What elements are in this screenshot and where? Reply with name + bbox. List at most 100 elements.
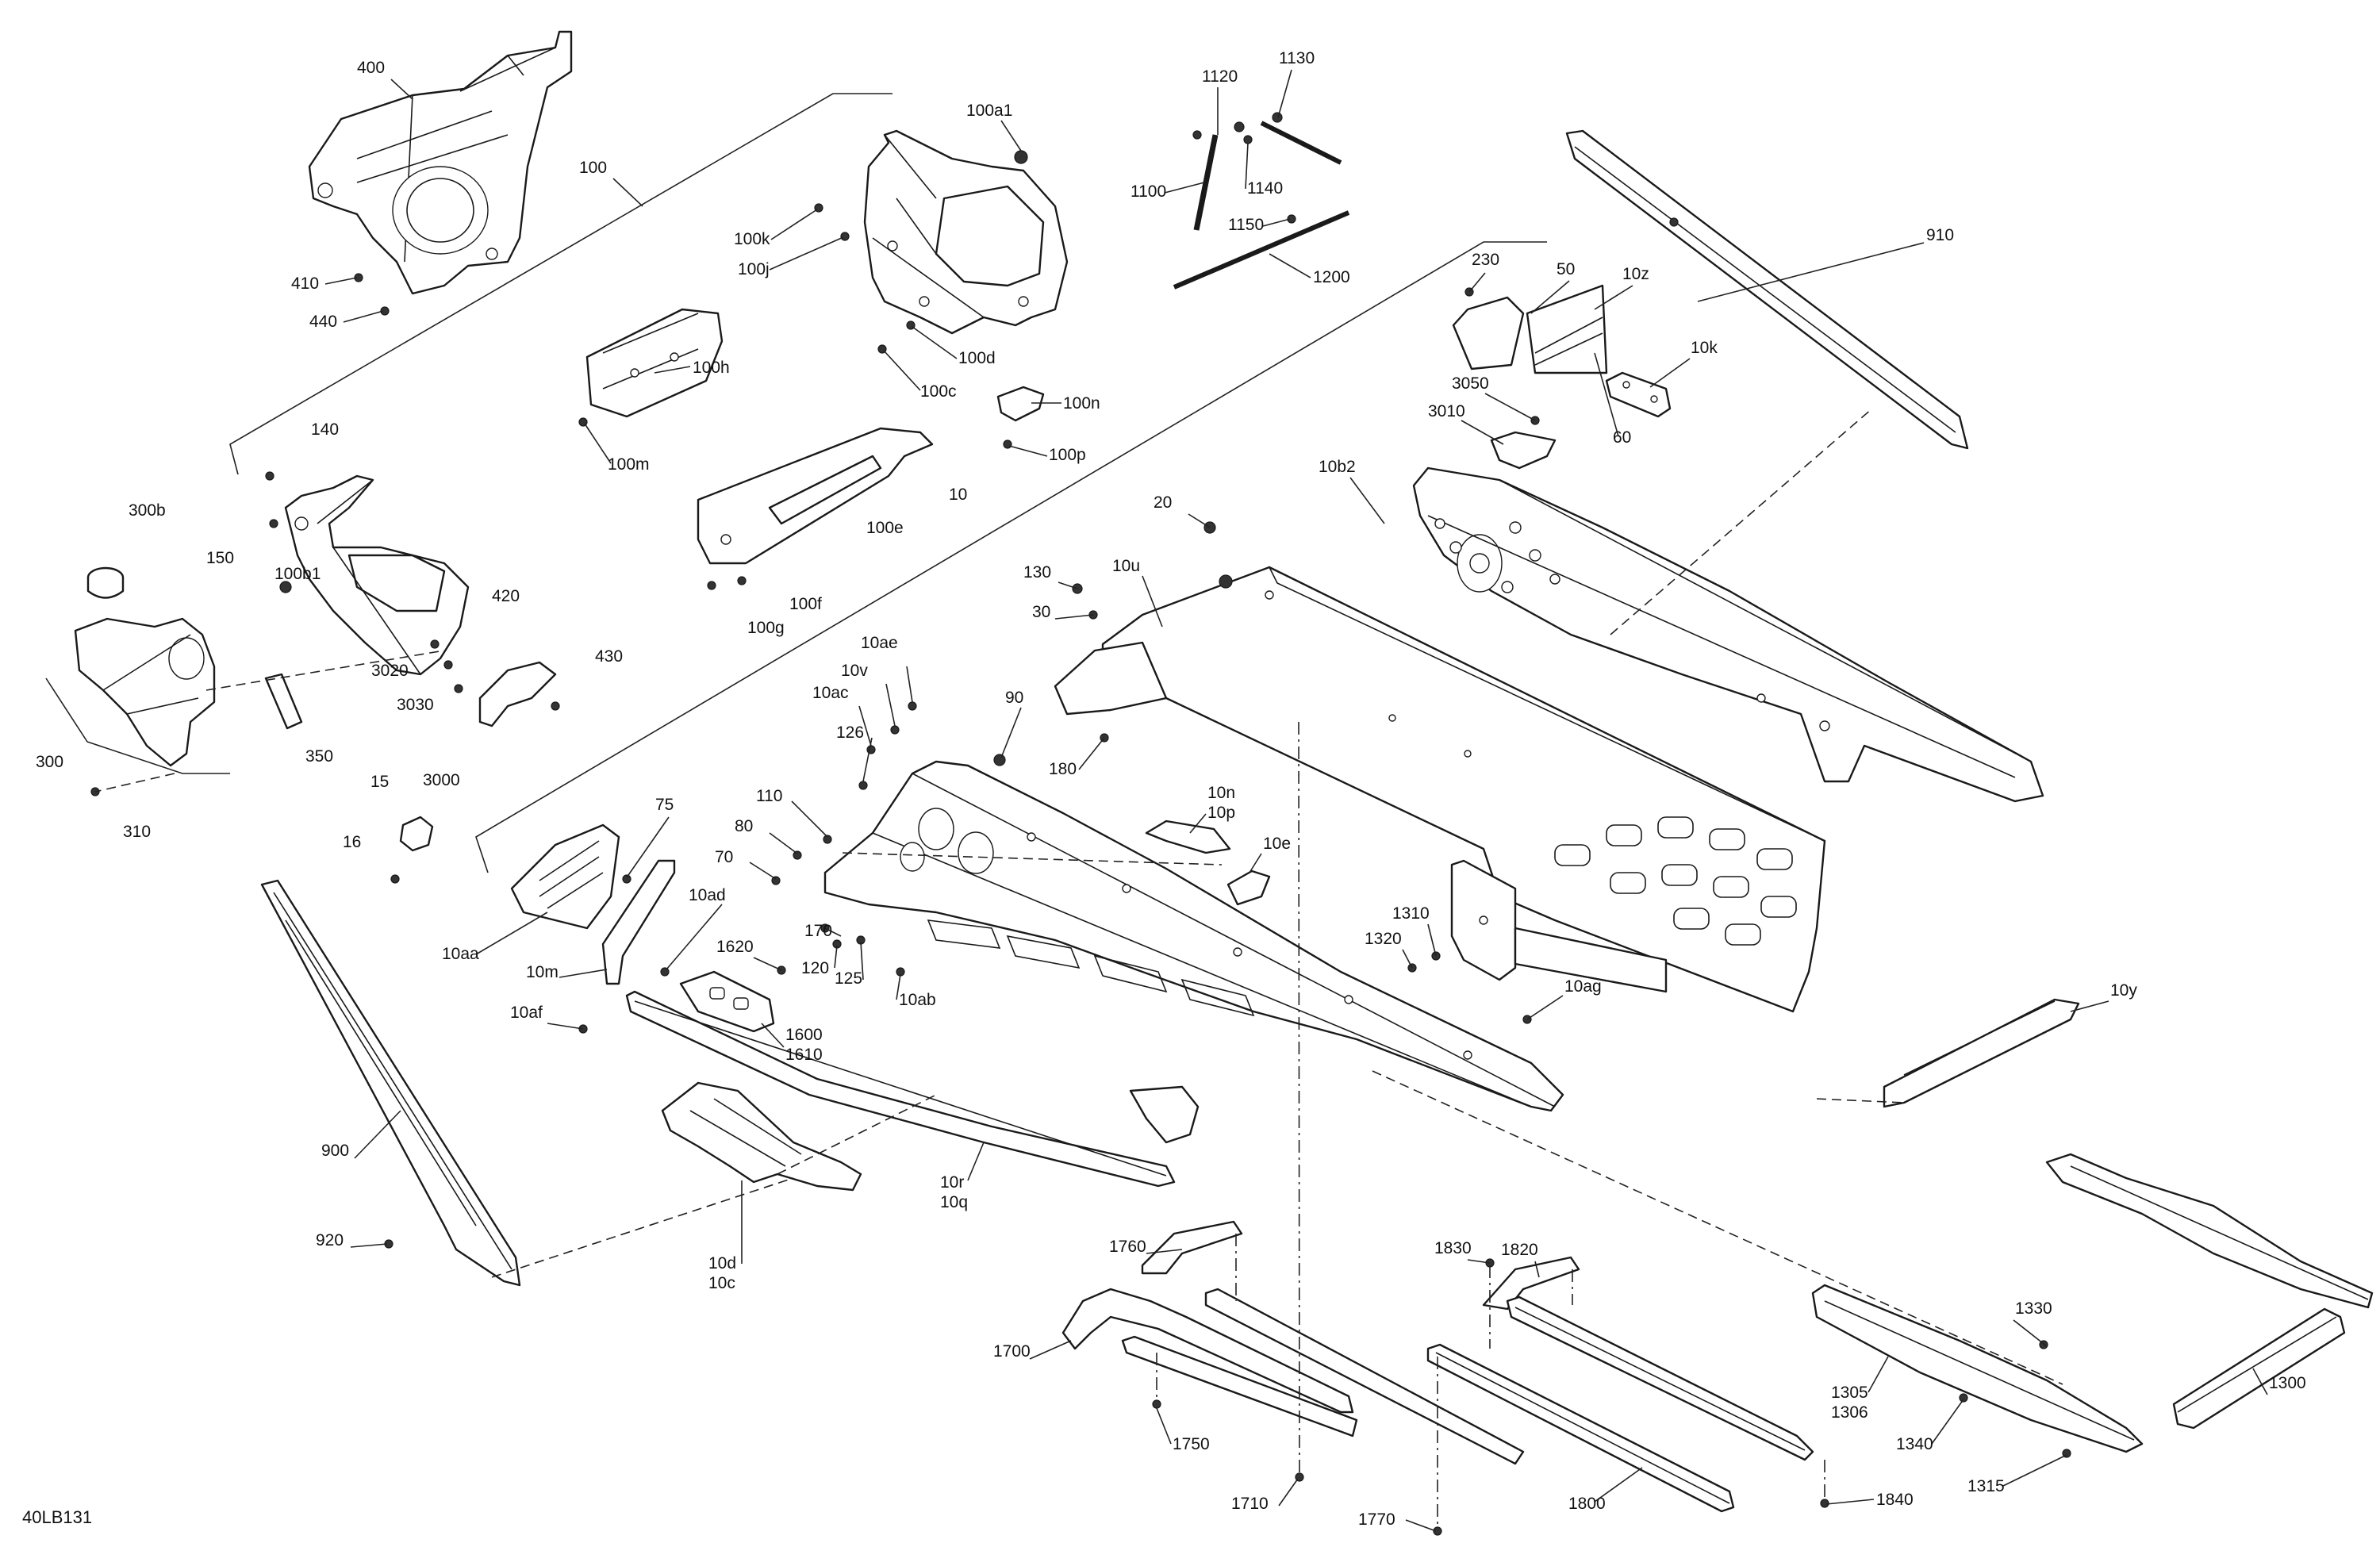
callout-130: 130: [1023, 563, 1051, 582]
callout-10c: 10c: [708, 1274, 735, 1292]
bracket-3000-part: [430, 639, 560, 727]
front-spindle-part: [74, 566, 216, 796]
callout-1770: 1770: [1358, 1510, 1395, 1529]
callout-1820: 1820: [1501, 1241, 1538, 1259]
callout-10u: 10u: [1112, 557, 1140, 575]
callout-100p: 100p: [1049, 446, 1086, 464]
callout-3020: 3020: [371, 662, 409, 680]
rail-10y-part: [1883, 998, 2080, 1108]
callout-10af: 10af: [510, 1004, 543, 1022]
bracket-small-part: [1129, 1085, 1200, 1144]
callout-100a1: 100a1: [966, 102, 1012, 120]
callout-1710: 1710: [1231, 1495, 1269, 1513]
callout-30: 30: [1032, 603, 1050, 621]
callout-16: 16: [343, 833, 361, 851]
callout-350: 350: [305, 747, 333, 766]
callout-10ad: 10ad: [689, 886, 726, 904]
drawing-reference-number: 40LB131: [22, 1507, 93, 1527]
callout-1140: 1140: [1247, 179, 1283, 198]
callout-15: 15: [370, 773, 389, 791]
group-bracket-lines: [45, 93, 1547, 873]
callout-70: 70: [715, 848, 733, 866]
callout-10m: 10m: [526, 963, 559, 981]
callout-310: 310: [123, 823, 151, 841]
bracket-100e-part: [697, 427, 934, 590]
callout-1150: 1150: [1228, 216, 1264, 234]
callout-3000: 3000: [423, 771, 460, 789]
callout-440: 440: [309, 313, 337, 331]
runner-1800-part: [1426, 1343, 1735, 1536]
rear-bumper-1300-part: [2172, 1307, 2346, 1430]
callout-1700: 1700: [993, 1342, 1031, 1361]
tunnel-cutouts: [1554, 816, 1797, 946]
steering-column-support-part: [308, 30, 573, 295]
callout-1600: 1600: [785, 1026, 823, 1044]
callout-1610: 1610: [785, 1046, 823, 1064]
callout-10aa: 10aa: [442, 945, 479, 963]
callout-1340: 1340: [1896, 1435, 1933, 1453]
callout-100k: 100k: [734, 230, 770, 248]
callout-100j: 100j: [738, 260, 770, 278]
callout-126: 126: [836, 724, 864, 742]
bracket-10n-part: [1145, 819, 1231, 854]
rail-10r-part: [625, 990, 1176, 1188]
rear-rail-1305-part: [1811, 1284, 2144, 1458]
callout-leaders: [324, 69, 2268, 1532]
rail-910-part: [1565, 129, 1969, 450]
callout-150: 150: [206, 549, 234, 567]
callout-410: 410: [291, 274, 319, 293]
callout-910: 910: [1926, 226, 1954, 244]
runner-1750-part: [1121, 1335, 1358, 1437]
callout-920: 920: [316, 1231, 344, 1249]
fastener-410-440: [354, 273, 390, 316]
callout-3010: 3010: [1428, 402, 1465, 420]
callout-10ac: 10ac: [812, 684, 849, 702]
callout-100h: 100h: [693, 359, 730, 377]
panel-100h-part: [578, 308, 724, 427]
callout-100d: 100d: [958, 349, 996, 367]
mount-15-part: [390, 816, 434, 884]
callout-10ae: 10ae: [861, 634, 898, 652]
callout-1760: 1760: [1109, 1238, 1146, 1256]
gusset-parts: [1452, 284, 1672, 470]
callout-100c: 100c: [920, 382, 957, 401]
callout-125: 125: [835, 969, 862, 988]
callout-100b1: 100b1: [274, 565, 321, 583]
callout-100n: 100n: [1063, 394, 1100, 413]
runner-1840-part: [1506, 1295, 1829, 1508]
callout-60: 60: [1613, 428, 1631, 447]
callout-1300: 1300: [2269, 1374, 2306, 1392]
grille-10aa-part: [510, 823, 620, 930]
front-frame-part: [863, 129, 1069, 335]
callout-10ab: 10ab: [899, 991, 936, 1009]
callout-420: 420: [492, 587, 520, 605]
callout-1830: 1830: [1434, 1239, 1472, 1257]
left-tunnel-fasteners: [771, 701, 1532, 1024]
callout-10b2: 10b2: [1319, 458, 1356, 476]
tunnel-side-left-part: [823, 760, 1564, 1112]
callout-1306: 1306: [1831, 1403, 1868, 1422]
callout-1620: 1620: [716, 938, 754, 956]
callout-300b: 300b: [129, 501, 166, 520]
callout-3050: 3050: [1452, 374, 1489, 393]
callout-430: 430: [595, 647, 623, 666]
callout-1305: 1305: [1831, 1384, 1868, 1402]
callout-10d: 10d: [708, 1254, 736, 1272]
callout-300: 300: [36, 753, 63, 771]
cap-100n-part: [996, 386, 1045, 422]
callout-1100: 1100: [1130, 182, 1166, 201]
front-frame-fasteners: [814, 203, 1012, 449]
callout-10z: 10z: [1622, 265, 1649, 283]
bracket-10m-part: [601, 859, 676, 985]
callout-10e: 10e: [1263, 835, 1291, 853]
callout-230: 230: [1472, 251, 1499, 269]
bracket-10e-part: [1226, 869, 1271, 906]
callout-1330: 1330: [2015, 1299, 2052, 1318]
assembly-dashed-lines: [94, 408, 2063, 1527]
callout-10k: 10k: [1691, 339, 1718, 357]
callout-140: 140: [311, 420, 339, 439]
callout-50: 50: [1557, 260, 1575, 278]
callout-20: 20: [1154, 493, 1172, 512]
running-board-cutouts: [927, 919, 1255, 1017]
